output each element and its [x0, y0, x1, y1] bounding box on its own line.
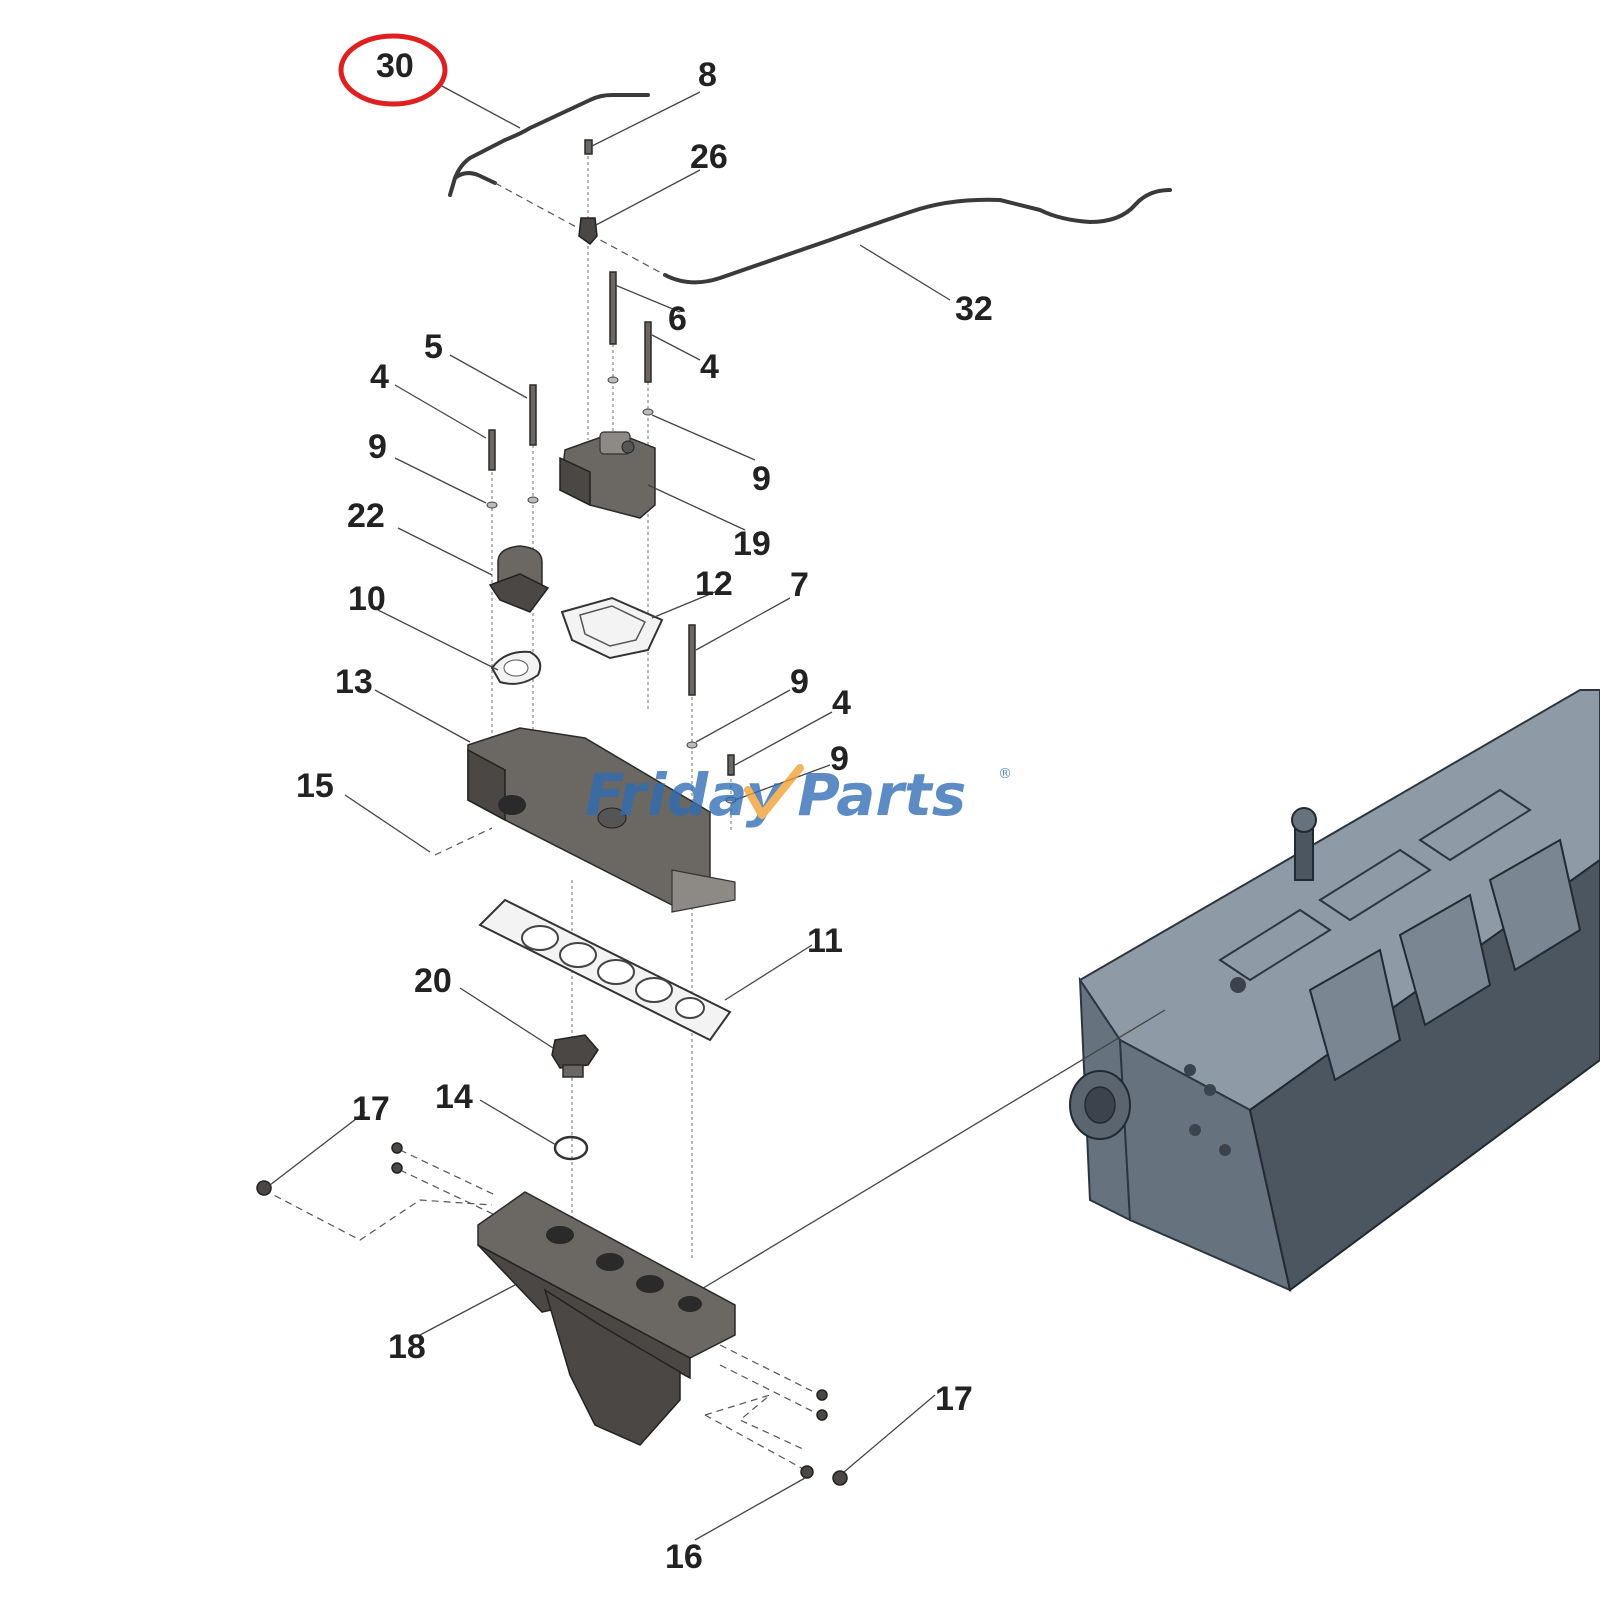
callout-14: 14: [435, 1078, 473, 1116]
callout-5: 5: [424, 328, 443, 366]
callout-11: 11: [807, 922, 843, 960]
part-11-gasket: [478, 898, 732, 1042]
part-19-cover: [559, 431, 656, 519]
watermark-parts: Parts: [797, 761, 966, 829]
callout-26: 26: [690, 138, 728, 176]
part-10-gasket: [490, 650, 542, 685]
assembly-lines: [263, 150, 1166, 1471]
small-hardware: [256, 139, 848, 1486]
callout-9c: 9: [790, 663, 809, 701]
callout-labels: 30 8 26 32 6 4 5 4 9 9 19 22 12 7 10 13 …: [296, 47, 993, 1576]
leader-lines: [269, 84, 951, 1541]
pipe-32: [663, 188, 1172, 285]
callout-9b: 9: [752, 460, 771, 498]
callout-30: 30: [376, 47, 414, 85]
part-13-housing: [467, 727, 736, 913]
part-18-bracket: [477, 1191, 736, 1446]
callout-19: 19: [733, 525, 771, 563]
callout-4c: 4: [832, 684, 851, 722]
callout-8: 8: [698, 56, 717, 94]
watermark-registered: ®: [998, 766, 1012, 782]
callout-13: 13: [335, 663, 373, 701]
callout-7: 7: [790, 566, 809, 604]
part-22-fitting: [488, 545, 550, 613]
part-14-oring: [553, 1135, 589, 1161]
highlight-ring: [338, 33, 448, 107]
callout-17b: 17: [935, 1380, 973, 1418]
callout-9d: 9: [830, 740, 849, 778]
callout-15: 15: [296, 767, 334, 805]
watermark-check-icon: [744, 764, 804, 819]
part-20-plug: [551, 1034, 599, 1078]
watermark-friday: Friday: [585, 761, 786, 829]
callout-10: 10: [348, 580, 386, 618]
callout-20: 20: [414, 962, 452, 1000]
pipe-30: [448, 93, 650, 197]
part-12-gasket: [560, 596, 664, 660]
callout-12: 12: [695, 565, 733, 603]
callout-17a: 17: [352, 1090, 390, 1128]
callout-18: 18: [388, 1328, 426, 1366]
callout-32: 32: [955, 290, 993, 328]
callout-9a: 9: [368, 428, 387, 466]
callout-4a: 4: [700, 348, 719, 386]
callout-4b: 4: [370, 358, 389, 396]
callout-22: 22: [347, 497, 385, 535]
engine-block: [1069, 689, 1600, 1292]
callout-16: 16: [665, 1538, 703, 1576]
callout-6: 6: [668, 300, 687, 338]
